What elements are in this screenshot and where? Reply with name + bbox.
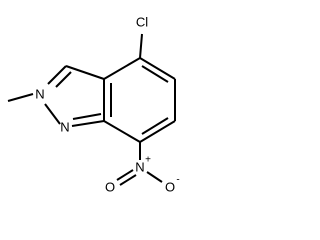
bond-n2-n1 [44,103,61,125]
bond-nnitro-o-double-inner [119,174,137,186]
bond-nnitro-o-single [146,171,163,183]
bond-c4-c5 [139,57,176,80]
bond-cl-c4 [139,33,143,59]
bond-c7-c7a [103,120,141,143]
atom-n2-methyl: N [35,87,44,102]
atom-n-nitro: N [135,160,144,175]
atom-cl: Cl [136,15,148,30]
bond-c4-c5-inner [141,65,169,83]
atom-n1: N [60,120,69,135]
bond-n1-c7a-inner [72,113,102,120]
bond-c3a-c3 [65,65,105,80]
bond-c3a-c4 [103,57,141,80]
atom-labels: Cl N N N O O + - [35,15,179,195]
bond-c6-c7 [139,120,176,143]
atom-o-single: O [165,180,175,195]
bond-c6-c7-inner [141,117,169,135]
bond-c3-n2 [47,65,67,85]
indazole-structure: Cl N N N O O + - [7,15,180,195]
charge-minus-oxygen: - [176,175,179,186]
bond-nnitro-o-double [116,169,134,181]
bond-n2-methyl [7,93,34,102]
atom-o-double: O [105,180,115,195]
bond-n1-c7a [71,120,105,127]
charge-plus-nitro: + [145,155,151,166]
bond-c3-n2-inner [55,71,72,88]
bonds [7,33,176,186]
